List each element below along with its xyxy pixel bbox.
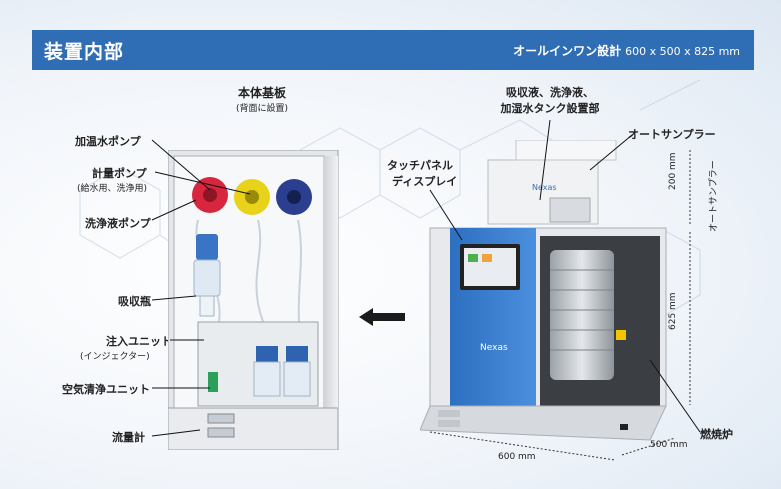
dim-autosampler-label: オートサンプラー bbox=[709, 160, 719, 232]
arrow-left-icon bbox=[359, 308, 405, 326]
touch-panel-line1: タッチパネル bbox=[387, 159, 453, 172]
callout-air-cleaning-unit: 空気清浄ユニット bbox=[62, 383, 150, 396]
callout-absorption-bottle: 吸収瓶 bbox=[118, 295, 151, 308]
callout-wash-pump: 洗浄液ポンプ bbox=[85, 217, 151, 230]
machine-exterior-image: Nexas Nexas bbox=[420, 140, 667, 441]
dim-width: 600 mm bbox=[498, 452, 536, 462]
tank-label-line1: 吸収液、洗浄液、 bbox=[506, 86, 594, 99]
autosampler-label: オートサンプラー bbox=[628, 128, 716, 141]
dim-height: 625 mm bbox=[668, 292, 678, 330]
furnace-label: 燃焼炉 bbox=[700, 428, 733, 441]
callout-flowmeter: 流量計 bbox=[112, 431, 145, 444]
brand-label-top: Nexas bbox=[532, 183, 557, 192]
dim-autosampler: 200 mm bbox=[668, 152, 678, 190]
interior-view-image bbox=[168, 150, 339, 450]
callout-injection-unit-note: (インジェクター) bbox=[80, 352, 150, 362]
touch-panel-line2: ディスプレイ bbox=[392, 175, 458, 188]
left-panel-title-note: (背面に設置) bbox=[235, 104, 289, 114]
callout-injection-unit: 注入ユニット bbox=[106, 335, 172, 348]
section-title: 装置内部 bbox=[44, 40, 125, 63]
design-label: オールインワン設計 bbox=[513, 43, 622, 58]
callout-heated-water-pump: 加温水ポンプ bbox=[75, 135, 141, 148]
callout-metering-pump: 計量ポンプ bbox=[92, 167, 147, 180]
brand-label-front: Nexas bbox=[480, 343, 508, 353]
dimensions-label: 600 x 500 x 825 mm bbox=[625, 44, 740, 58]
tank-label-line2: 加湿水タンク設置部 bbox=[500, 102, 600, 115]
dim-depth: 500 mm bbox=[650, 440, 688, 450]
left-panel-title: 本体基板 bbox=[237, 86, 286, 100]
callout-metering-pump-note: (給水用、洗浄用) bbox=[77, 184, 148, 194]
